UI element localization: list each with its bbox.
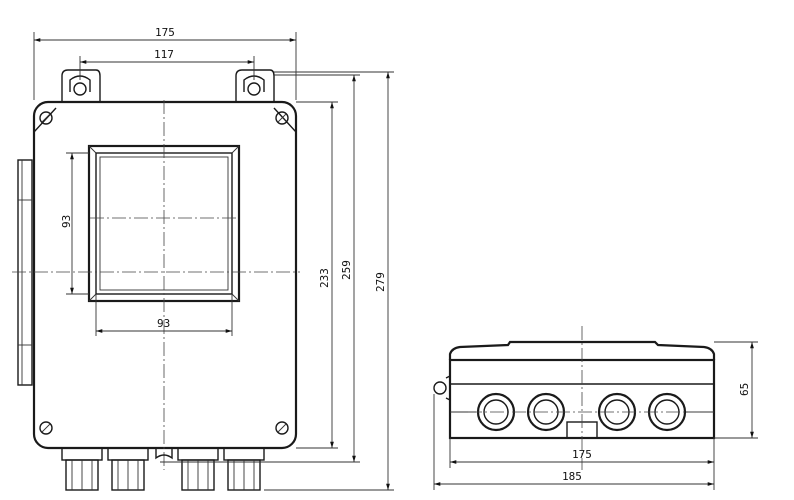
dim-side-width-overall: 185 (562, 470, 582, 483)
dim-side-width-body: 175 (572, 448, 592, 461)
dim-window-width: 93 (157, 317, 170, 330)
mounting-ear-left (61, 69, 101, 102)
enclosure-body (32, 100, 298, 450)
dim-width-overall: 175 (155, 26, 175, 39)
dim-depth: 65 (738, 383, 751, 396)
dim-height-overall: 279 (374, 272, 387, 292)
corner-screws (39, 111, 289, 435)
dim-height-with-ears: 259 (340, 260, 353, 280)
cable-glands (61, 447, 265, 491)
dim-mounting-spacing: 117 (154, 48, 174, 61)
dim-body-height: 233 (318, 268, 331, 288)
mounting-ear-right (235, 69, 275, 102)
side-hinge (17, 159, 33, 386)
dim-window-height: 93 (60, 215, 73, 228)
side-view: 65 175 185 (433, 326, 758, 490)
side-gland-openings (476, 392, 687, 439)
front-view: 175 117 93 93 233 259 279 (12, 26, 394, 491)
